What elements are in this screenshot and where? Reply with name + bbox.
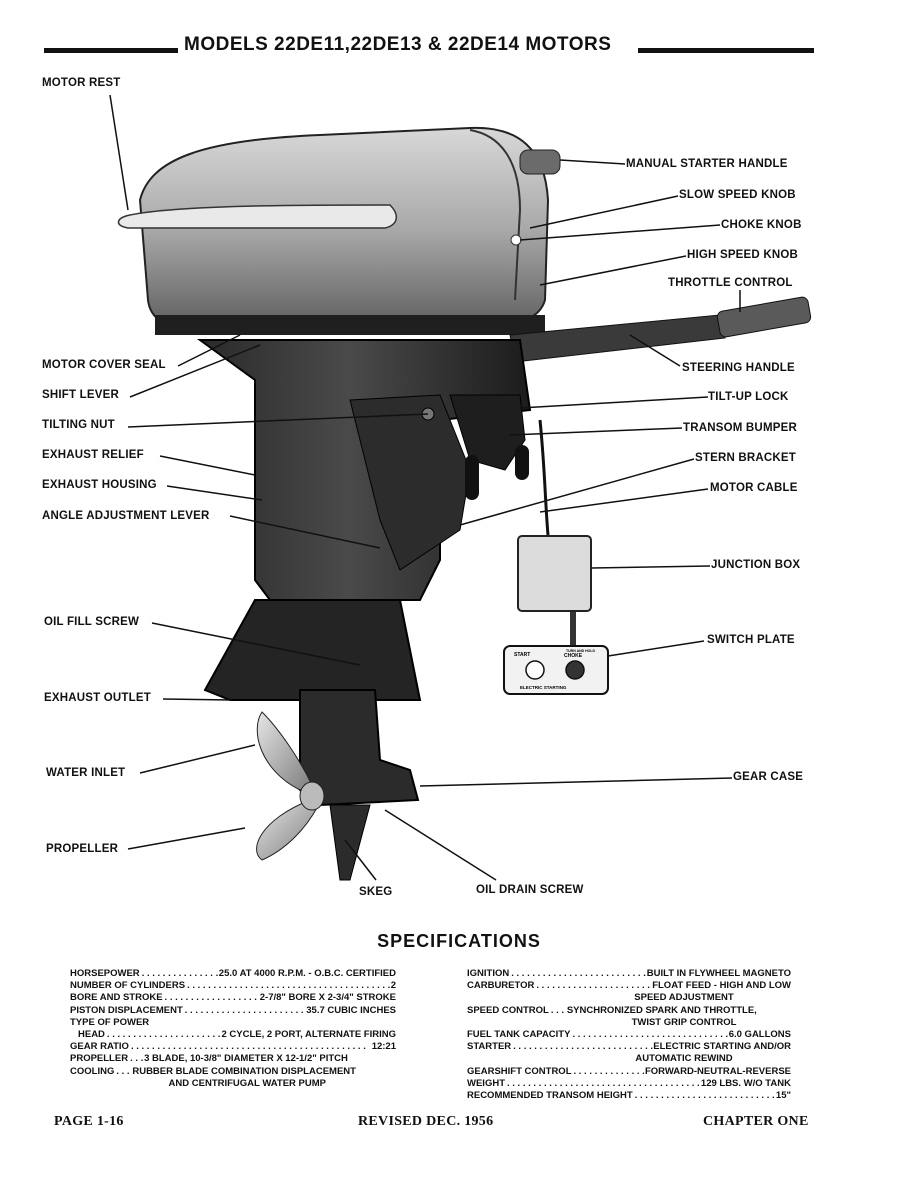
callout-switch-plate: SWITCH PLATE [707, 634, 795, 646]
spec-row: CARBURETORFLOAT FEED - HIGH AND LOW [467, 980, 791, 992]
callout-motor-cover-seal: MOTOR COVER SEAL [42, 359, 166, 371]
callout-skeg: SKEG [359, 886, 393, 898]
motor-midsection [196, 339, 532, 641]
junction-box-art [517, 419, 592, 646]
spec-row: COOLINGRUBBER BLADE COMBINATION DISPLACE… [70, 1066, 396, 1078]
callout-transom-bumper: TRANSOM BUMPER [683, 422, 797, 434]
footer-page-number: PAGE 1-16 [54, 1114, 124, 1129]
steering-handle-art [509, 296, 812, 363]
callout-oil-fill-screw: OIL FILL SCREW [44, 616, 140, 628]
spec-continuation: TWIST GRIP CONTROL [631, 1016, 737, 1028]
spec-row: GEAR RATIO12:21 [70, 1041, 396, 1053]
spec-row: GEARSHIFT CONTROLFORWARD-NEUTRAL-REVERSE [467, 1066, 791, 1078]
spec-continuation: AUTOMATIC REWIND [635, 1053, 733, 1065]
callout-slow-speed-knob: SLOW SPEED KNOB [679, 189, 796, 201]
gear-case-art [299, 689, 420, 881]
page-header: MODELS 22DE11,22DE13 & 22DE14 MOTORS [44, 34, 814, 60]
spec-continuation: SPEED ADJUSTMENT [634, 992, 734, 1004]
callout-gear-case: GEAR CASE [733, 771, 804, 783]
spec-row: IGNITIONBUILT IN FLYWHEEL MAGNETO [467, 968, 791, 980]
propeller-art [256, 711, 325, 861]
callout-stern-bracket: STERN BRACKET [695, 452, 796, 464]
callout-motor-cable: MOTOR CABLE [710, 482, 798, 494]
callout-high-speed-knob: HIGH SPEED KNOB [687, 249, 798, 261]
callout-exhaust-outlet: EXHAUST OUTLET [44, 692, 151, 704]
spec-row: FUEL TANK CAPACITY6.0 GALLONS [467, 1029, 791, 1041]
callout-junction-box: JUNCTION BOX [711, 559, 801, 571]
spec-row: HEAD2 CYCLE, 2 PORT, ALTERNATE FIRING [70, 1029, 396, 1041]
specifications-left-column: HORSEPOWER25.0 AT 4000 R.P.M. - O.B.C. C… [70, 968, 396, 1090]
outboard-motor-diagram: START TURN AND HOLD CHOKE ELECTRIC START… [109, 94, 812, 881]
callout-choke-knob: CHOKE KNOB [721, 219, 802, 231]
callout-angle-adjustment-lever: ANGLE ADJUSTMENT LEVER [42, 510, 210, 522]
callout-steering-handle: STEERING HANDLE [682, 362, 795, 374]
spec-row: TYPE OF POWER [70, 1016, 150, 1028]
callout-shift-lever: SHIFT LEVER [42, 389, 119, 401]
switch-plate-start: START [514, 652, 530, 658]
spec-row: WEIGHT129 LBS. W/O TANK [467, 1078, 791, 1090]
footer-chapter: CHAPTER ONE [703, 1114, 809, 1129]
spec-row: SPEED CONTROLSYNCHRONIZED SPARK AND THRO… [467, 1005, 791, 1017]
callout-motor-rest: MOTOR REST [42, 77, 121, 89]
callout-tilting-nut: TILTING NUT [42, 419, 115, 431]
callout-tilt-up-lock: TILT-UP LOCK [708, 391, 789, 403]
page-title: MODELS 22DE11,22DE13 & 22DE14 MOTORS [184, 34, 612, 55]
switch-plate-art: START TURN AND HOLD CHOKE ELECTRIC START… [503, 645, 609, 695]
callout-oil-drain-screw: OIL DRAIN SCREW [476, 884, 584, 896]
spec-continuation: AND CENTRIFUGAL WATER PUMP [168, 1077, 326, 1089]
callout-exhaust-housing: EXHAUST HOUSING [42, 479, 157, 491]
exhaust-outlet-art [203, 599, 422, 701]
spec-row: PISTON DISPLACEMENT35.7 CUBIC INCHES [70, 1005, 396, 1017]
callout-exhaust-relief: EXHAUST RELIEF [42, 449, 144, 461]
spec-row: NUMBER OF CYLINDERS2 [70, 980, 396, 992]
specifications-right-column: IGNITIONBUILT IN FLYWHEEL MAGNETO CARBUR… [467, 968, 791, 1102]
spec-row: BORE AND STROKE2-7/8" BORE X 2-3/4" STRO… [70, 992, 396, 1004]
specifications-title: SPECIFICATIONS [377, 931, 541, 951]
switch-plate-choke: CHOKE [564, 653, 583, 659]
spec-row: PROPELLER3 BLADE, 10-3/8" DIAMETER X 12-… [70, 1053, 396, 1065]
callout-water-inlet: WATER INLET [46, 767, 126, 779]
callout-propeller: PROPELLER [46, 843, 119, 855]
spec-row: HORSEPOWER25.0 AT 4000 R.P.M. - O.B.C. C… [70, 968, 396, 980]
callout-throttle-control: THROTTLE CONTROL [668, 277, 793, 289]
spec-row: STARTERELECTRIC STARTING AND/OR [467, 1041, 791, 1053]
switch-plate-turn-hold: TURN AND HOLD [566, 649, 596, 653]
header-rule-left [44, 48, 178, 53]
footer-revised-date: REVISED DEC. 1956 [358, 1114, 494, 1129]
leader-lines [109, 94, 741, 881]
switch-plate-electric-starting: ELECTRIC STARTING [520, 685, 567, 690]
header-rule-right [638, 48, 814, 53]
spec-row: RECOMMENDED TRANSOM HEIGHT15" [467, 1090, 791, 1102]
callout-manual-starter-handle: MANUAL STARTER HANDLE [626, 158, 788, 170]
motor-hood [117, 126, 561, 335]
